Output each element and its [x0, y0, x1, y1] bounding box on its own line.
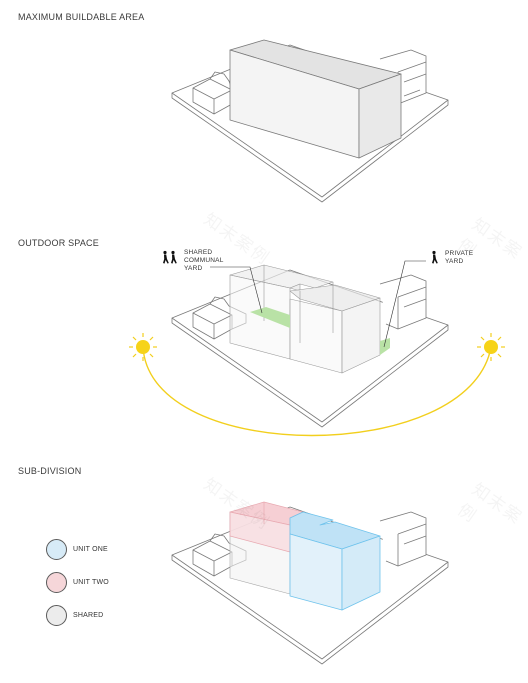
neighbour-house-right — [379, 274, 427, 330]
legend-label: UNIT TWO — [73, 578, 109, 586]
neighbour-house-right — [379, 511, 427, 567]
legend-item-shared: SHARED — [46, 604, 109, 626]
legend-item-unit-two: UNIT TWO — [46, 571, 109, 593]
private-yard-leader — [383, 260, 426, 348]
sun-path-arc — [142, 346, 492, 437]
legend-label: SHARED — [73, 611, 104, 619]
legend-item-unit-one: UNIT ONE — [46, 538, 109, 560]
shared-communal-yard — [250, 307, 290, 328]
sub-division-diagram — [171, 501, 449, 665]
unit-one-volume — [289, 511, 381, 611]
section-title-outdoor-space: OUTDOOR SPACE — [18, 238, 99, 248]
pedestrians-icon — [163, 250, 177, 264]
section-title-maximum-buildable-area: MAXIMUM BUILDABLE AREA — [18, 12, 145, 22]
building-volumes — [229, 264, 381, 374]
outdoor-space-diagram — [129, 250, 505, 437]
private-yard-label: PRIVATE YARD — [445, 250, 474, 265]
maximum-buildable-area-diagram — [171, 39, 449, 203]
ground-plane-edge — [171, 93, 449, 203]
shared-yard-leader — [210, 266, 263, 314]
ground-plane-edge — [171, 555, 449, 665]
pedestrian-icon — [432, 250, 438, 264]
max-building-volume — [229, 39, 402, 159]
unit-one-swatch — [46, 538, 67, 560]
legend-label: UNIT ONE — [73, 545, 108, 553]
legend: UNIT ONE UNIT TWO SHARED — [46, 538, 109, 637]
unit-two-swatch — [46, 571, 67, 593]
section-title-sub-division: SUB-DIVISION — [18, 466, 82, 476]
sun-icon — [477, 333, 505, 361]
ground-plane-edge — [171, 318, 449, 428]
shared-communal-yard-label: SHARED COMMUNAL YARD — [184, 249, 224, 272]
shared-swatch — [46, 604, 67, 626]
private-yard — [380, 338, 390, 355]
sun-icon — [129, 333, 157, 361]
